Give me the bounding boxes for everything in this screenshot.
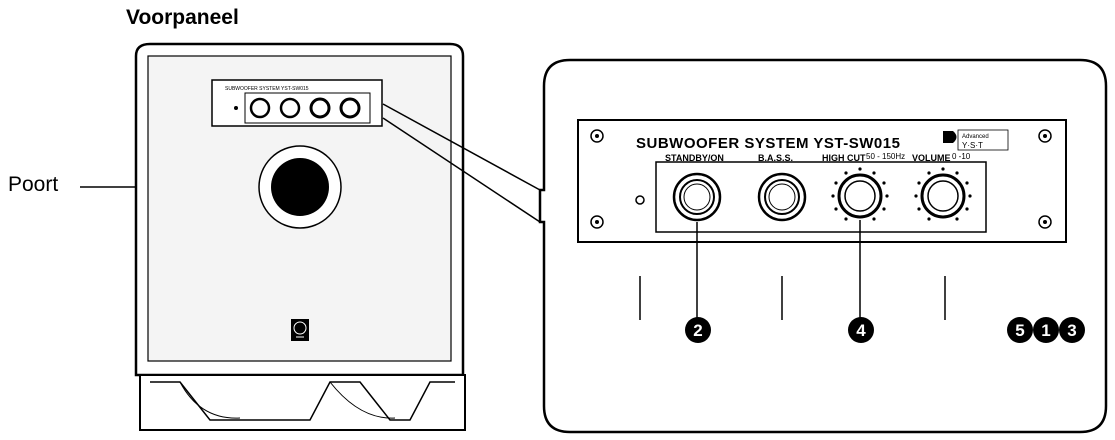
cabinet-model-text: SUBWOOFER SYSTEM YST-SW015 <box>225 86 309 92</box>
zoom-leader-bottom <box>382 117 541 223</box>
high-cut-range-label: 50 - 150Hz <box>866 152 905 161</box>
brand-emblem-icon <box>291 319 309 341</box>
callout-number: 1 <box>1041 321 1050 340</box>
callout-badge-3: 3 <box>1059 317 1085 343</box>
callout-number: 4 <box>856 321 866 340</box>
callout-badge-1: 1 <box>1033 317 1059 343</box>
callout-number: 5 <box>1015 321 1024 340</box>
screw-icon <box>590 129 1052 229</box>
advanced-yst-badge: Advanced Y·S·T <box>943 129 1009 151</box>
callout-badge-5: 5 <box>1007 317 1033 343</box>
cabinet-control-panel: SUBWOOFER SYSTEM YST-SW015 <box>211 79 383 127</box>
bass-port <box>258 145 342 229</box>
power-indicator-led <box>635 195 645 205</box>
callout-number: 3 <box>1067 321 1076 340</box>
volume-label: VOLUME <box>912 153 951 163</box>
standby-on-button <box>672 172 722 222</box>
diagram-title: Voorpaneel <box>126 6 239 29</box>
volume-range-label: 0 -10 <box>952 152 971 161</box>
zoom-callout-frame <box>538 58 1108 434</box>
panel-model-title: SUBWOOFER SYSTEM YST-SW015 <box>636 135 900 152</box>
callout-badge-4: 4 <box>848 317 874 343</box>
callout-leader-lines <box>639 220 946 320</box>
badge-top-text: Advanced <box>962 134 989 140</box>
volume-knob <box>914 167 972 221</box>
zoom-leader-top <box>382 103 541 191</box>
zoomed-control-panel: SUBWOOFER SYSTEM YST-SW015 Advanced Y·S·… <box>577 119 1067 243</box>
port-label: Poort <box>8 173 59 196</box>
callout-number: 2 <box>693 321 702 340</box>
bass-label: B.A.S.S. <box>758 153 793 163</box>
high-cut-knob <box>831 167 889 221</box>
standby-on-label: STANDBY/ON <box>665 153 724 163</box>
bass-button <box>757 172 807 222</box>
high-cut-label: HIGH CUT <box>822 153 866 163</box>
callout-badge-2: 2 <box>685 317 711 343</box>
badge-bottom-text: Y·S·T <box>962 141 983 150</box>
